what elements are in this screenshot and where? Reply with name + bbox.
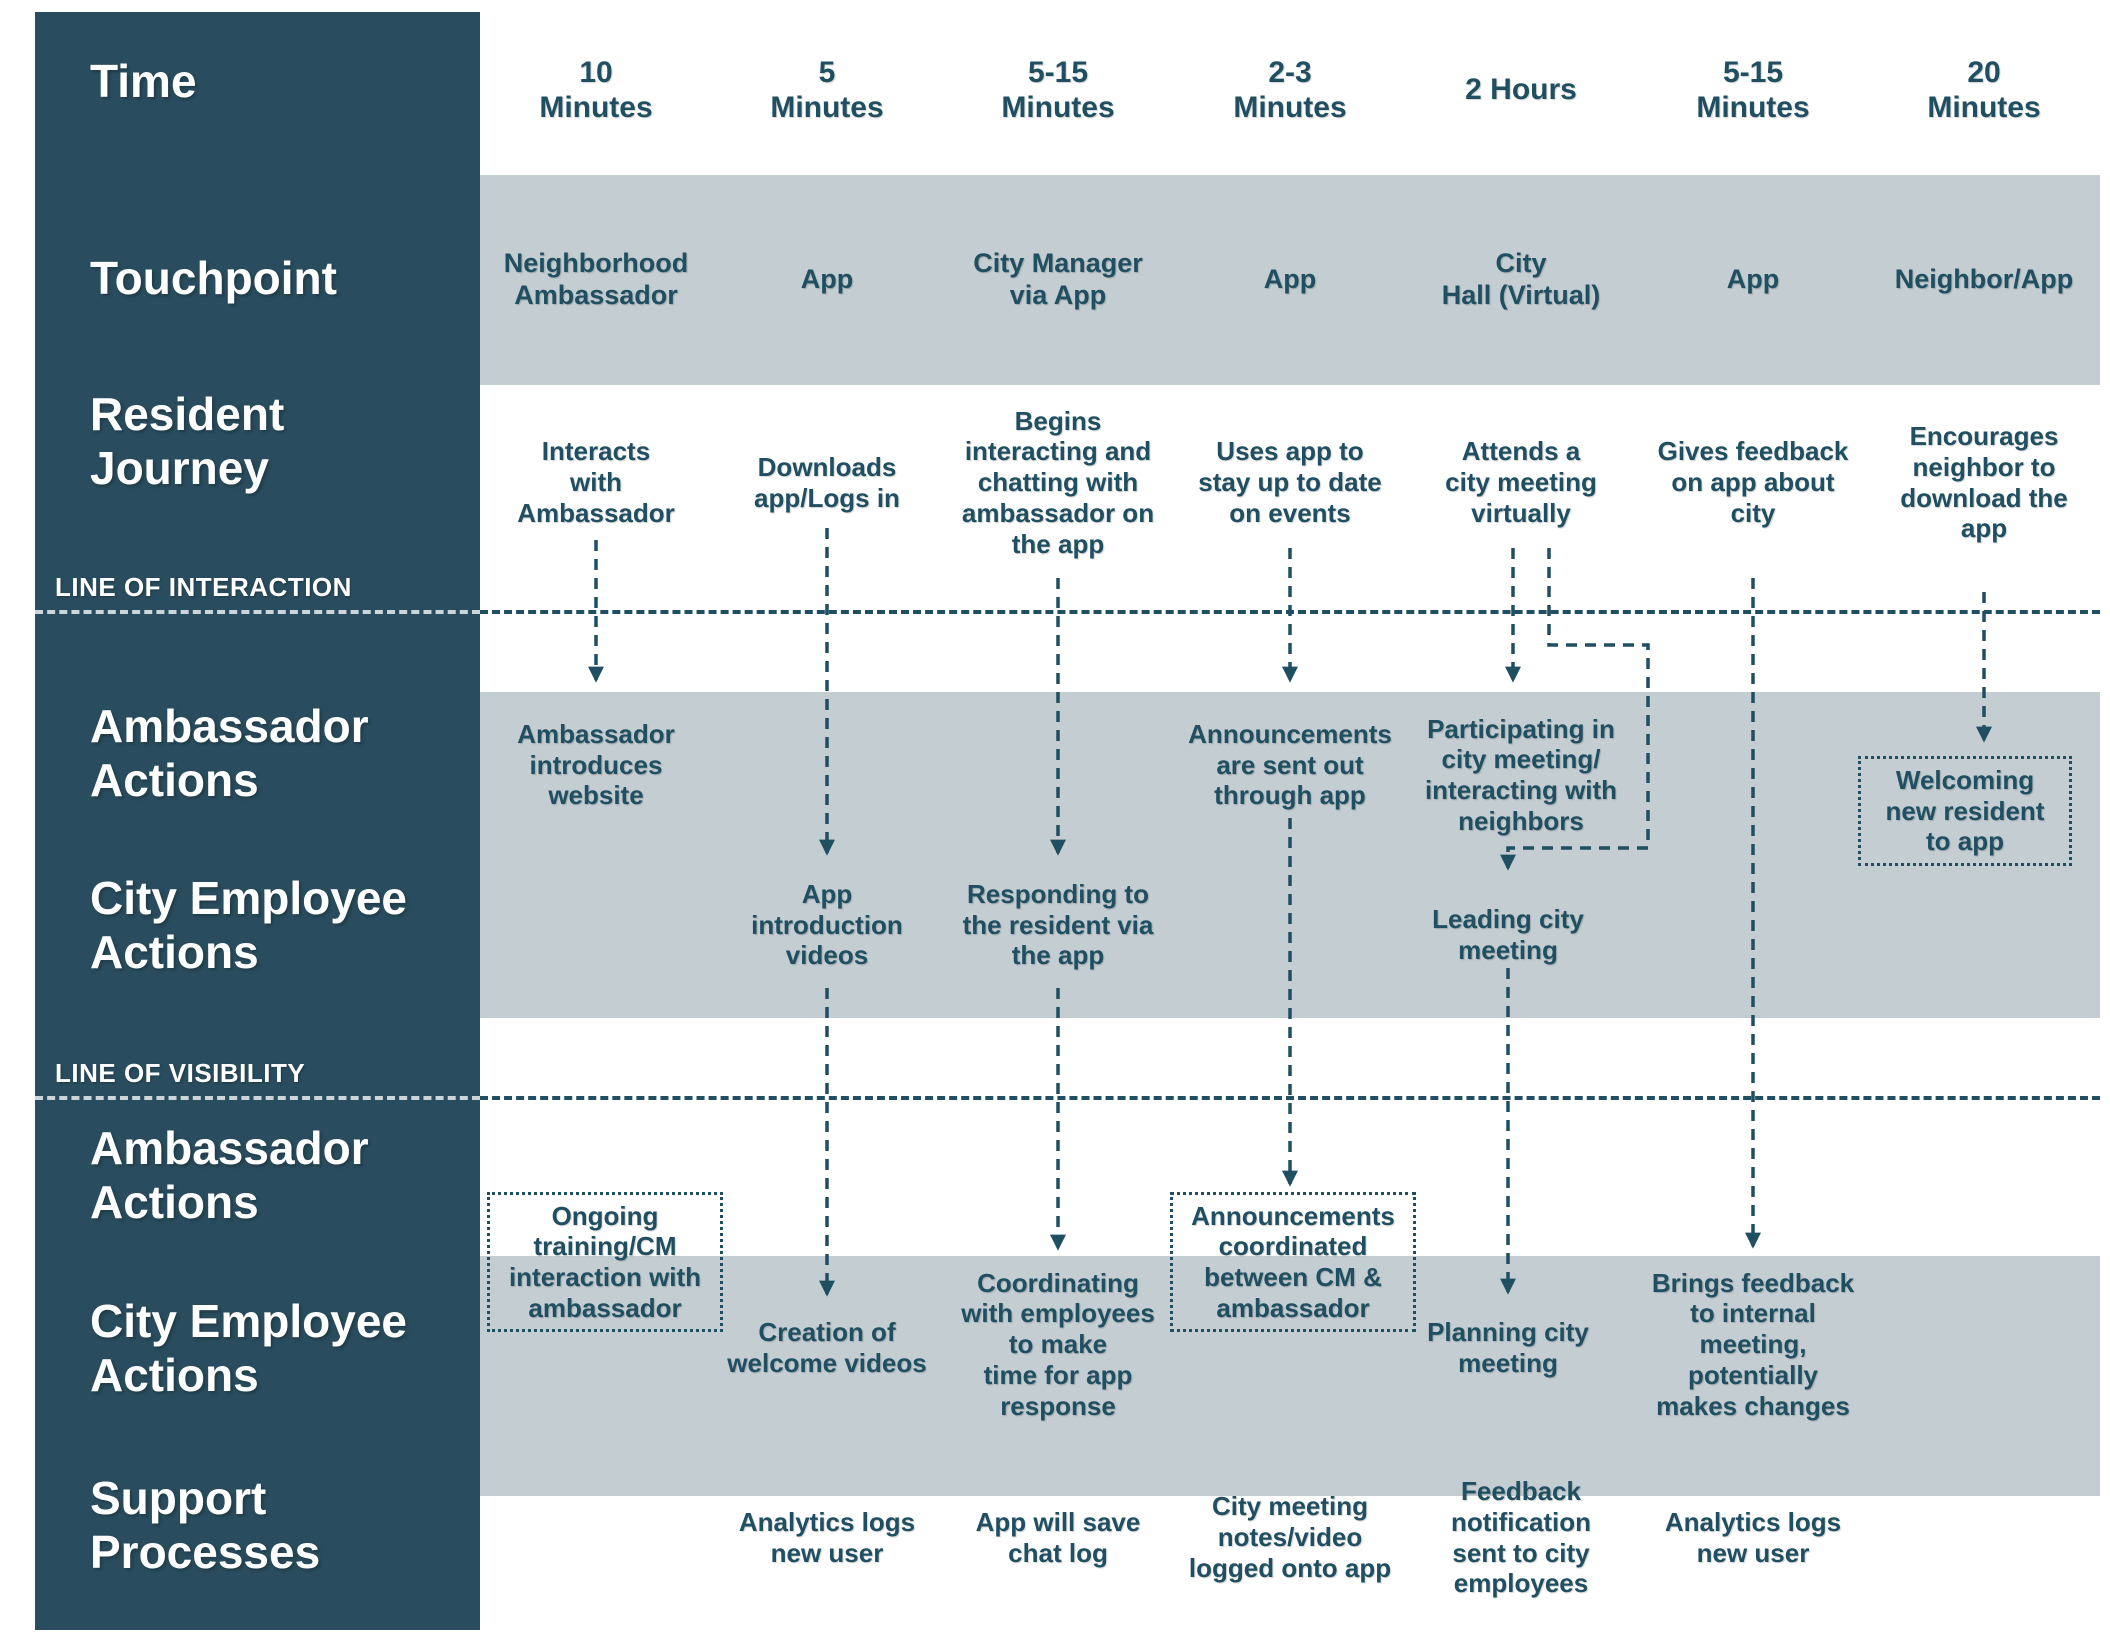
time-col-6: 5-15 Minutes xyxy=(1696,55,1810,124)
action-ongoing-training-box: Ongoing training/CM interaction with amb… xyxy=(487,1192,723,1332)
support-app-save-chat-log: App will save chat log xyxy=(975,1506,1141,1568)
line-of-interaction-label: LINE OF INTERACTION xyxy=(55,572,352,602)
action-participating-city-meeting: Participating in city meeting/ interacti… xyxy=(1424,713,1618,836)
touchpoint-city-manager-via-app: City Manager via App xyxy=(973,248,1143,310)
support-analytics-logs-1: Analytics logs new user xyxy=(738,1506,916,1568)
support-feedback-notification: Feedback notification sent to city emplo… xyxy=(1450,1476,1592,1599)
time-col-5: 2 Hours xyxy=(1465,73,1577,107)
support-analytics-logs-2: Analytics logs new user xyxy=(1664,1506,1842,1568)
touchpoint-city-hall-virtual: City Hall (Virtual) xyxy=(1441,248,1601,310)
touchpoint-neighborhood-ambassador: Neighborhood Ambassador xyxy=(503,248,689,310)
touchpoint-band xyxy=(480,175,2100,385)
journey-interacts-with-ambassador: Interacts with Ambassador xyxy=(517,436,675,528)
line-of-interaction-sidebar-segment xyxy=(35,610,480,614)
line-of-visibility xyxy=(480,1096,2100,1100)
row-label-touchpoint: Touchpoint xyxy=(90,252,337,304)
row-label-time: Time xyxy=(90,55,197,107)
time-col-3: 5-15 Minutes xyxy=(1001,55,1115,124)
row-label-city-employee-actions-1: City Employee Actions xyxy=(90,872,407,978)
journey-gives-feedback: Gives feedback on app about city xyxy=(1657,436,1849,528)
action-ambassador-introduces-website: Ambassador introduces website xyxy=(517,718,675,811)
row-label-ambassador-actions-1: Ambassador Actions xyxy=(90,700,369,806)
action-creation-welcome-videos: Creation of welcome videos xyxy=(727,1316,927,1378)
touchpoint-app-2: App xyxy=(1263,264,1317,295)
row-label-city-employee-actions-2: City Employee Actions xyxy=(90,1295,407,1401)
action-planning-city-meeting: Planning city meeting xyxy=(1427,1316,1589,1378)
touchpoint-app-3: App xyxy=(1726,264,1780,295)
action-brings-feedback-internal: Brings feedback to internal meeting, pot… xyxy=(1651,1267,1855,1421)
action-app-introduction-videos: App introduction videos xyxy=(751,878,903,971)
journey-downloads-app: Downloads app/Logs in xyxy=(754,451,900,513)
journey-attends-meeting: Attends a city meeting virtually xyxy=(1445,436,1597,528)
row-label-support-processes: Support Processes xyxy=(90,1472,321,1578)
line-of-visibility-label: LINE OF VISIBILITY xyxy=(55,1058,306,1088)
journey-encourages-neighbor: Encourages neighbor to download the app xyxy=(1900,421,2068,544)
action-welcoming-new-resident-box: Welcoming new resident to app xyxy=(1858,756,2072,866)
journey-begins-interacting: Begins interacting and chatting with amb… xyxy=(961,405,1155,559)
journey-uses-app-events: Uses app to stay up to date on events xyxy=(1198,436,1382,528)
action-announcements-coordinated-box: Announcements coordinated between CM & a… xyxy=(1170,1192,1416,1332)
actions-band-below-visibility xyxy=(480,1256,2100,1496)
line-of-visibility-sidebar-segment xyxy=(35,1096,480,1100)
support-meeting-notes-logged: City meeting notes/video logged onto app xyxy=(1188,1491,1392,1583)
touchpoint-neighbor-app: Neighbor/App xyxy=(1894,264,2074,295)
time-col-2: 5 Minutes xyxy=(770,55,884,124)
time-col-7: 20 Minutes xyxy=(1927,55,2041,124)
row-label-resident-journey: Resident Journey xyxy=(90,388,285,494)
action-announcements-sent-out: Announcements are sent out through app xyxy=(1188,718,1392,811)
action-coordinating-with-employees: Coordinating with employees to make time… xyxy=(961,1267,1155,1421)
time-col-4: 2-3 Minutes xyxy=(1233,55,1347,124)
row-header-sidebar xyxy=(35,12,480,1630)
touchpoint-app-1: App xyxy=(800,264,854,295)
time-col-1: 10 Minutes xyxy=(539,55,653,124)
line-of-interaction xyxy=(480,610,2100,614)
row-label-ambassador-actions-2: Ambassador Actions xyxy=(90,1122,369,1228)
action-responding-to-resident: Responding to the resident via the app xyxy=(962,878,1154,971)
action-leading-city-meeting: Leading city meeting xyxy=(1432,904,1584,965)
